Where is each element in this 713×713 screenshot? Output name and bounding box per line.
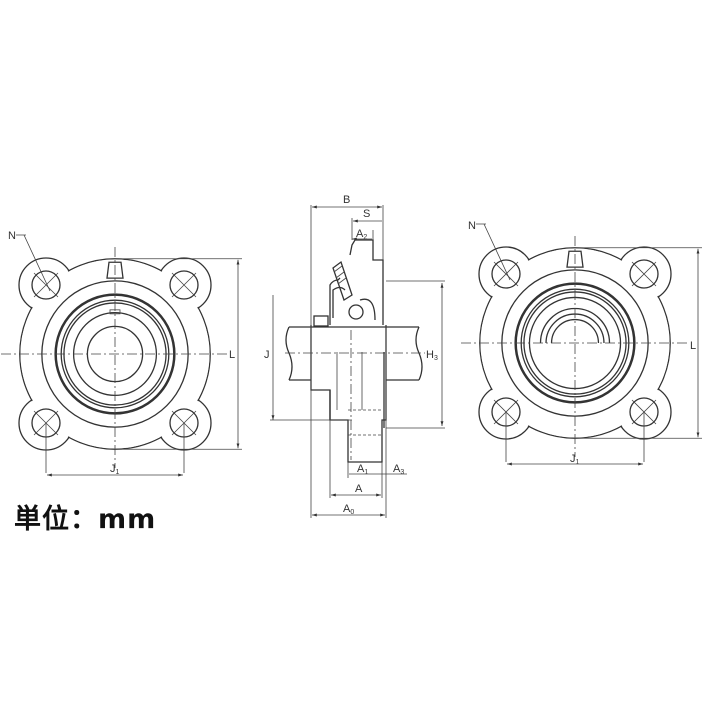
side-section-view: B S A2 J H3 A1 A3 A A0 xyxy=(264,194,445,518)
grease-nipple-icon xyxy=(106,261,124,279)
left-front-view xyxy=(1,234,242,477)
cover-ring xyxy=(550,318,600,344)
right-front-view xyxy=(461,223,702,466)
dim-n-leader xyxy=(16,234,51,292)
left-j1-label: J1 xyxy=(110,463,120,476)
dim-b-label: B xyxy=(343,194,350,206)
bolt-hole xyxy=(31,270,61,300)
dim-a0-label: A0 xyxy=(343,503,354,516)
right-n-label: N xyxy=(468,220,476,232)
bolt-hole xyxy=(629,259,659,289)
bolt-hole xyxy=(169,270,199,300)
dim-s-label: S xyxy=(363,208,370,220)
dim-n-leader xyxy=(476,223,511,281)
right-l-label: L xyxy=(690,340,696,352)
dim-j-label: J xyxy=(264,349,270,361)
dim-a-label: A xyxy=(355,483,363,495)
unit-label: 単位：mm xyxy=(14,504,157,535)
bolt-hole xyxy=(491,259,521,289)
right-j1-label: J1 xyxy=(570,453,580,466)
left-l-label: L xyxy=(229,349,235,361)
left-n-label: N xyxy=(8,230,16,242)
dim-a2-label: A2 xyxy=(356,228,367,241)
grease-nipple-icon xyxy=(566,250,584,268)
dim-a1-label: A1 xyxy=(357,463,368,476)
dim-a3-label: A3 xyxy=(393,463,404,476)
dim-h3-label: H3 xyxy=(426,349,438,362)
